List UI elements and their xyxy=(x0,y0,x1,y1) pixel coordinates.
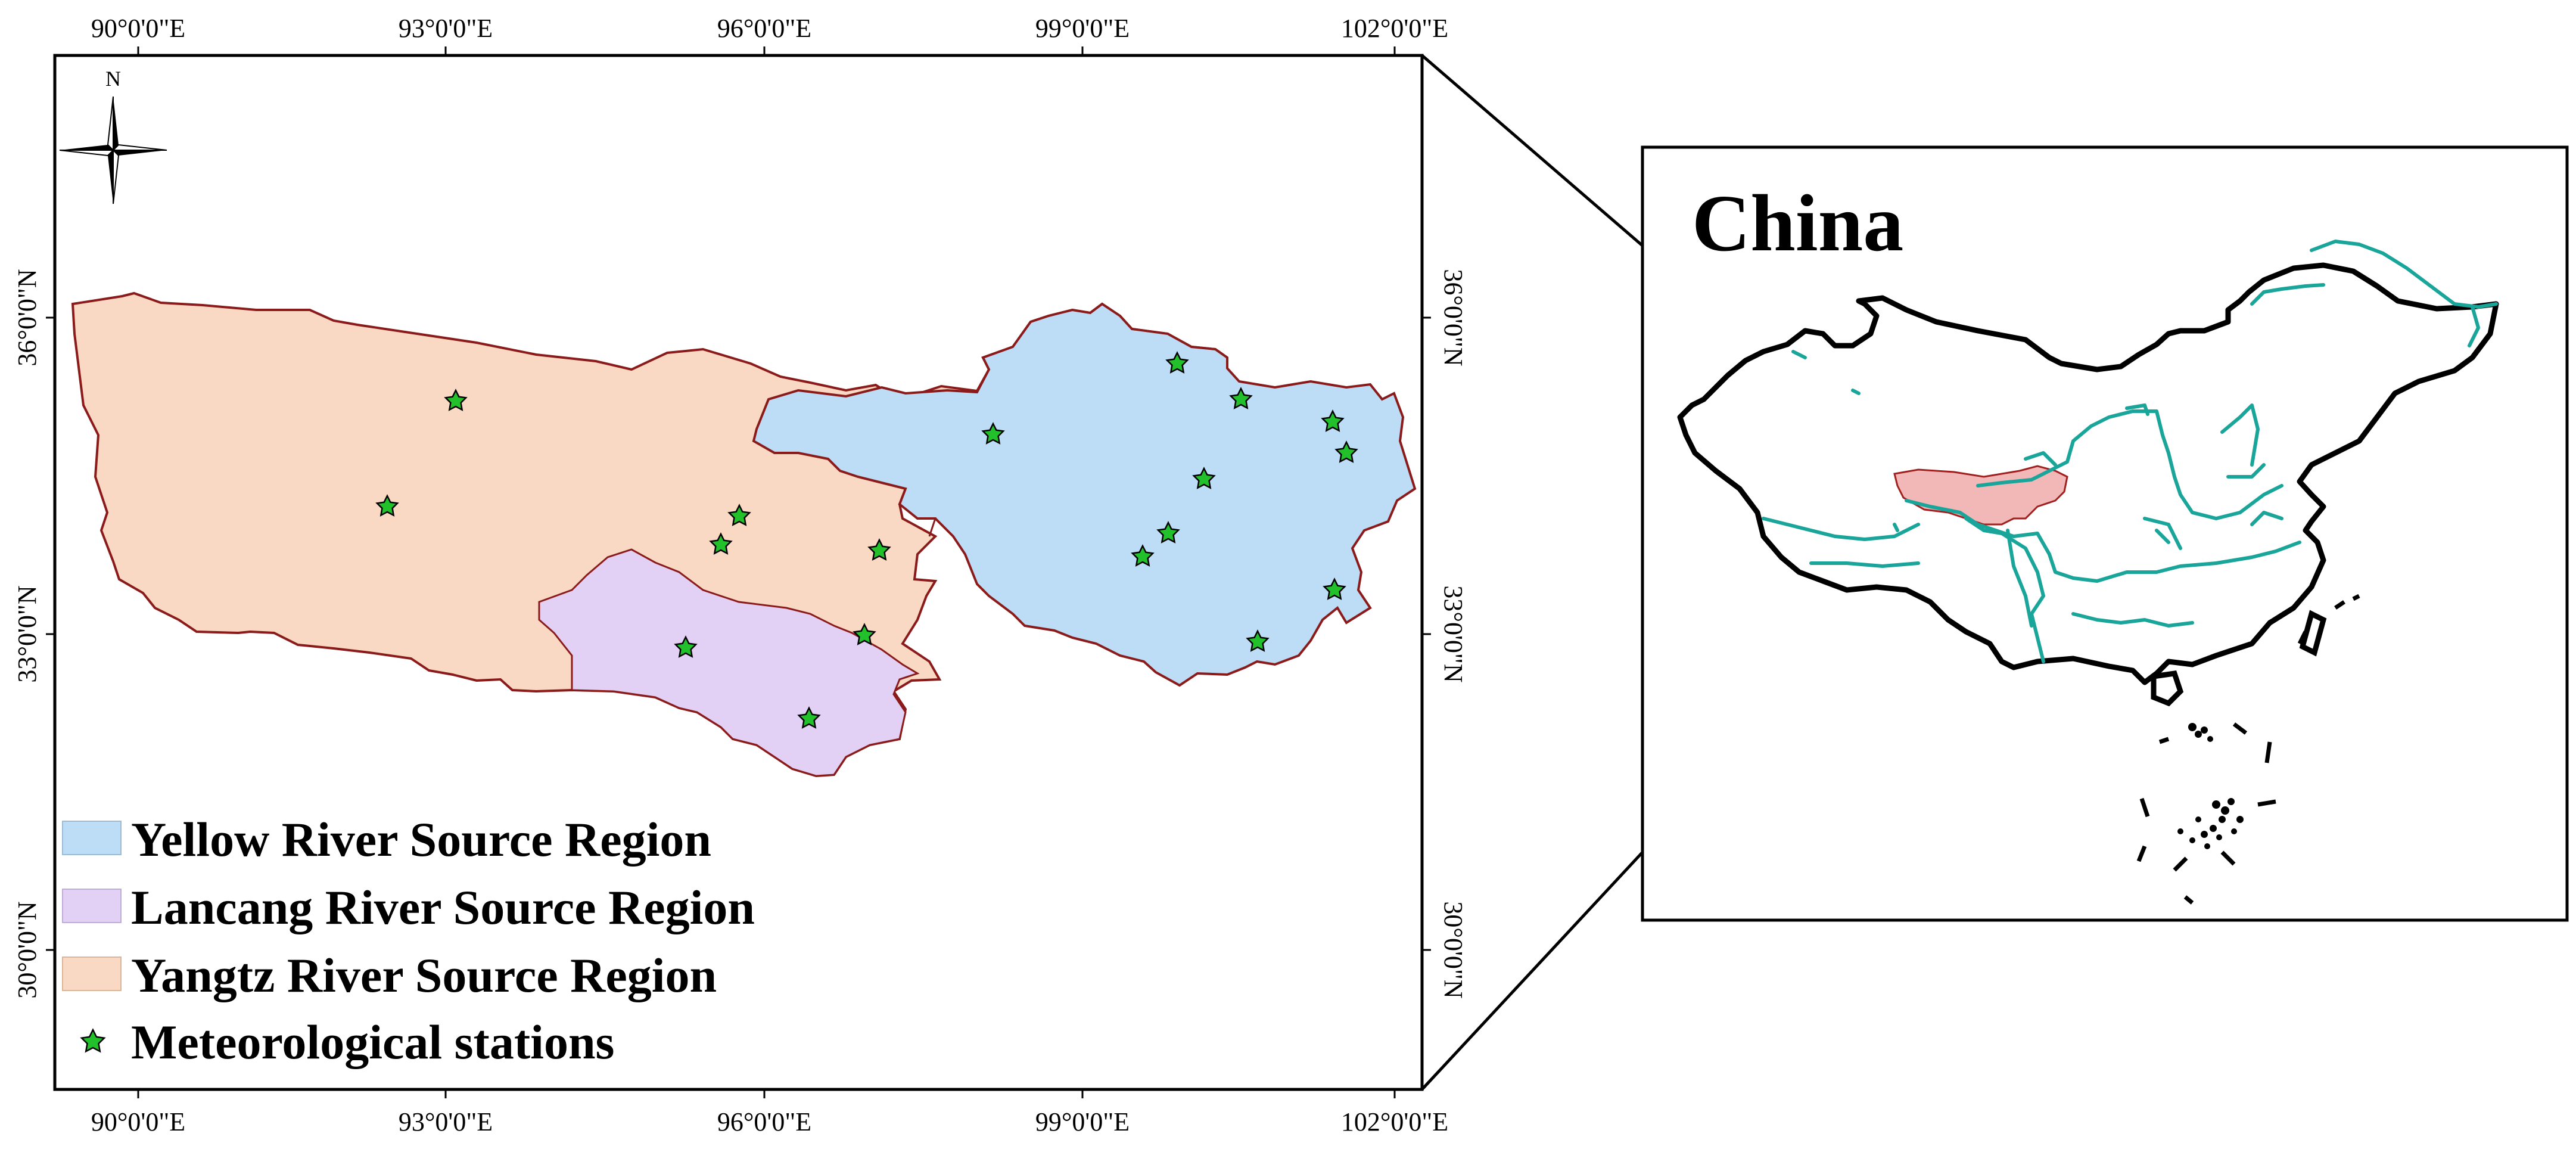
station-marker xyxy=(1246,629,1270,652)
china-inset: China xyxy=(1641,145,2569,922)
x-tick-top-99: 99°0'0"E xyxy=(1035,14,1130,43)
station-marker xyxy=(1323,577,1346,600)
y-tick-right-33: 33°0'0"N xyxy=(1439,585,1468,682)
china-outline xyxy=(1677,262,2499,685)
region-lancang xyxy=(538,548,920,777)
station-marker xyxy=(1131,544,1155,567)
boundary-yellow-yangtze xyxy=(899,503,937,537)
station-marker xyxy=(444,389,468,411)
y-tick-left-30: 30°0'0"N xyxy=(13,901,42,998)
main-map: 90°0'0"E 93°0'0"E 96°0'0"E 99°0'0"E 102°… xyxy=(13,14,1468,1136)
north-arrow-icon: N xyxy=(59,67,167,204)
legend-label-yangtze: Yangtz River Source Region xyxy=(131,948,717,1002)
hainan-island xyxy=(2151,670,2184,707)
stations xyxy=(375,351,1358,729)
station-marker xyxy=(375,494,399,517)
north-label: N xyxy=(105,67,121,91)
station-marker xyxy=(709,532,733,555)
station-marker xyxy=(1156,521,1180,544)
legend-swatch-lancang xyxy=(62,889,122,923)
station-marker xyxy=(867,538,891,561)
station-marker xyxy=(1192,467,1216,489)
station-marker xyxy=(1321,409,1345,432)
station-marker xyxy=(981,422,1005,445)
y-tick-right-30: 30°0'0"N xyxy=(1439,901,1468,998)
station-marker xyxy=(853,623,876,645)
station-marker xyxy=(674,635,698,658)
x-ticks-top: 90°0'0"E 93°0'0"E 96°0'0"E 99°0'0"E 102°… xyxy=(91,14,1448,55)
x-tick-bottom-90: 90°0'0"E xyxy=(91,1107,185,1136)
legend-label-lancang: Lancang River Source Region xyxy=(131,880,755,934)
legend-swatch-yellow xyxy=(62,821,122,855)
south-china-sea-islands xyxy=(2136,594,2360,905)
rivers xyxy=(1762,240,2498,663)
y-tick-left-33: 33°0'0"N xyxy=(13,585,42,682)
x-tick-bottom-96: 96°0'0"E xyxy=(717,1107,811,1136)
x-tick-bottom-102: 102°0'0"E xyxy=(1341,1107,1448,1136)
x-tick-top-102: 102°0'0"E xyxy=(1341,14,1448,43)
station-marker xyxy=(797,706,821,729)
x-ticks-bottom: 90°0'0"E 93°0'0"E 96°0'0"E 99°0'0"E 102°… xyxy=(91,1089,1448,1136)
station-marker xyxy=(1229,387,1253,409)
inset-frame xyxy=(1641,145,2569,922)
x-tick-bottom-99: 99°0'0"E xyxy=(1035,1107,1130,1136)
inset-title: China xyxy=(1692,179,1903,268)
region-yellow xyxy=(752,302,1417,687)
station-marker xyxy=(727,504,751,526)
x-tick-top-90: 90°0'0"E xyxy=(91,14,185,43)
x-tick-top-93: 93°0'0"E xyxy=(399,14,493,43)
legend-label-stations: Meteorological stations xyxy=(131,1015,614,1069)
y-tick-right-36: 36°0'0"N xyxy=(1439,269,1468,366)
legend-label-yellow: Yellow River Source Region xyxy=(131,812,711,867)
station-marker xyxy=(1334,440,1358,463)
y-tick-left-36: 36°0'0"N xyxy=(13,269,42,366)
legend-swatch-yangtze xyxy=(62,957,122,991)
legend-star-icon xyxy=(80,1028,106,1053)
legend: Yellow River Source Region Lancang River… xyxy=(62,812,755,1069)
y-ticks-left: 36°0'0"N 33°0'0"N 30°0'0"N xyxy=(13,269,55,999)
x-tick-top-96: 96°0'0"E xyxy=(717,14,811,43)
island-dots xyxy=(2177,723,2244,849)
y-ticks-right: 36°0'0"N 33°0'0"N 30°0'0"N xyxy=(1422,269,1468,999)
x-tick-bottom-93: 93°0'0"E xyxy=(399,1107,493,1136)
station-marker xyxy=(1165,351,1189,374)
